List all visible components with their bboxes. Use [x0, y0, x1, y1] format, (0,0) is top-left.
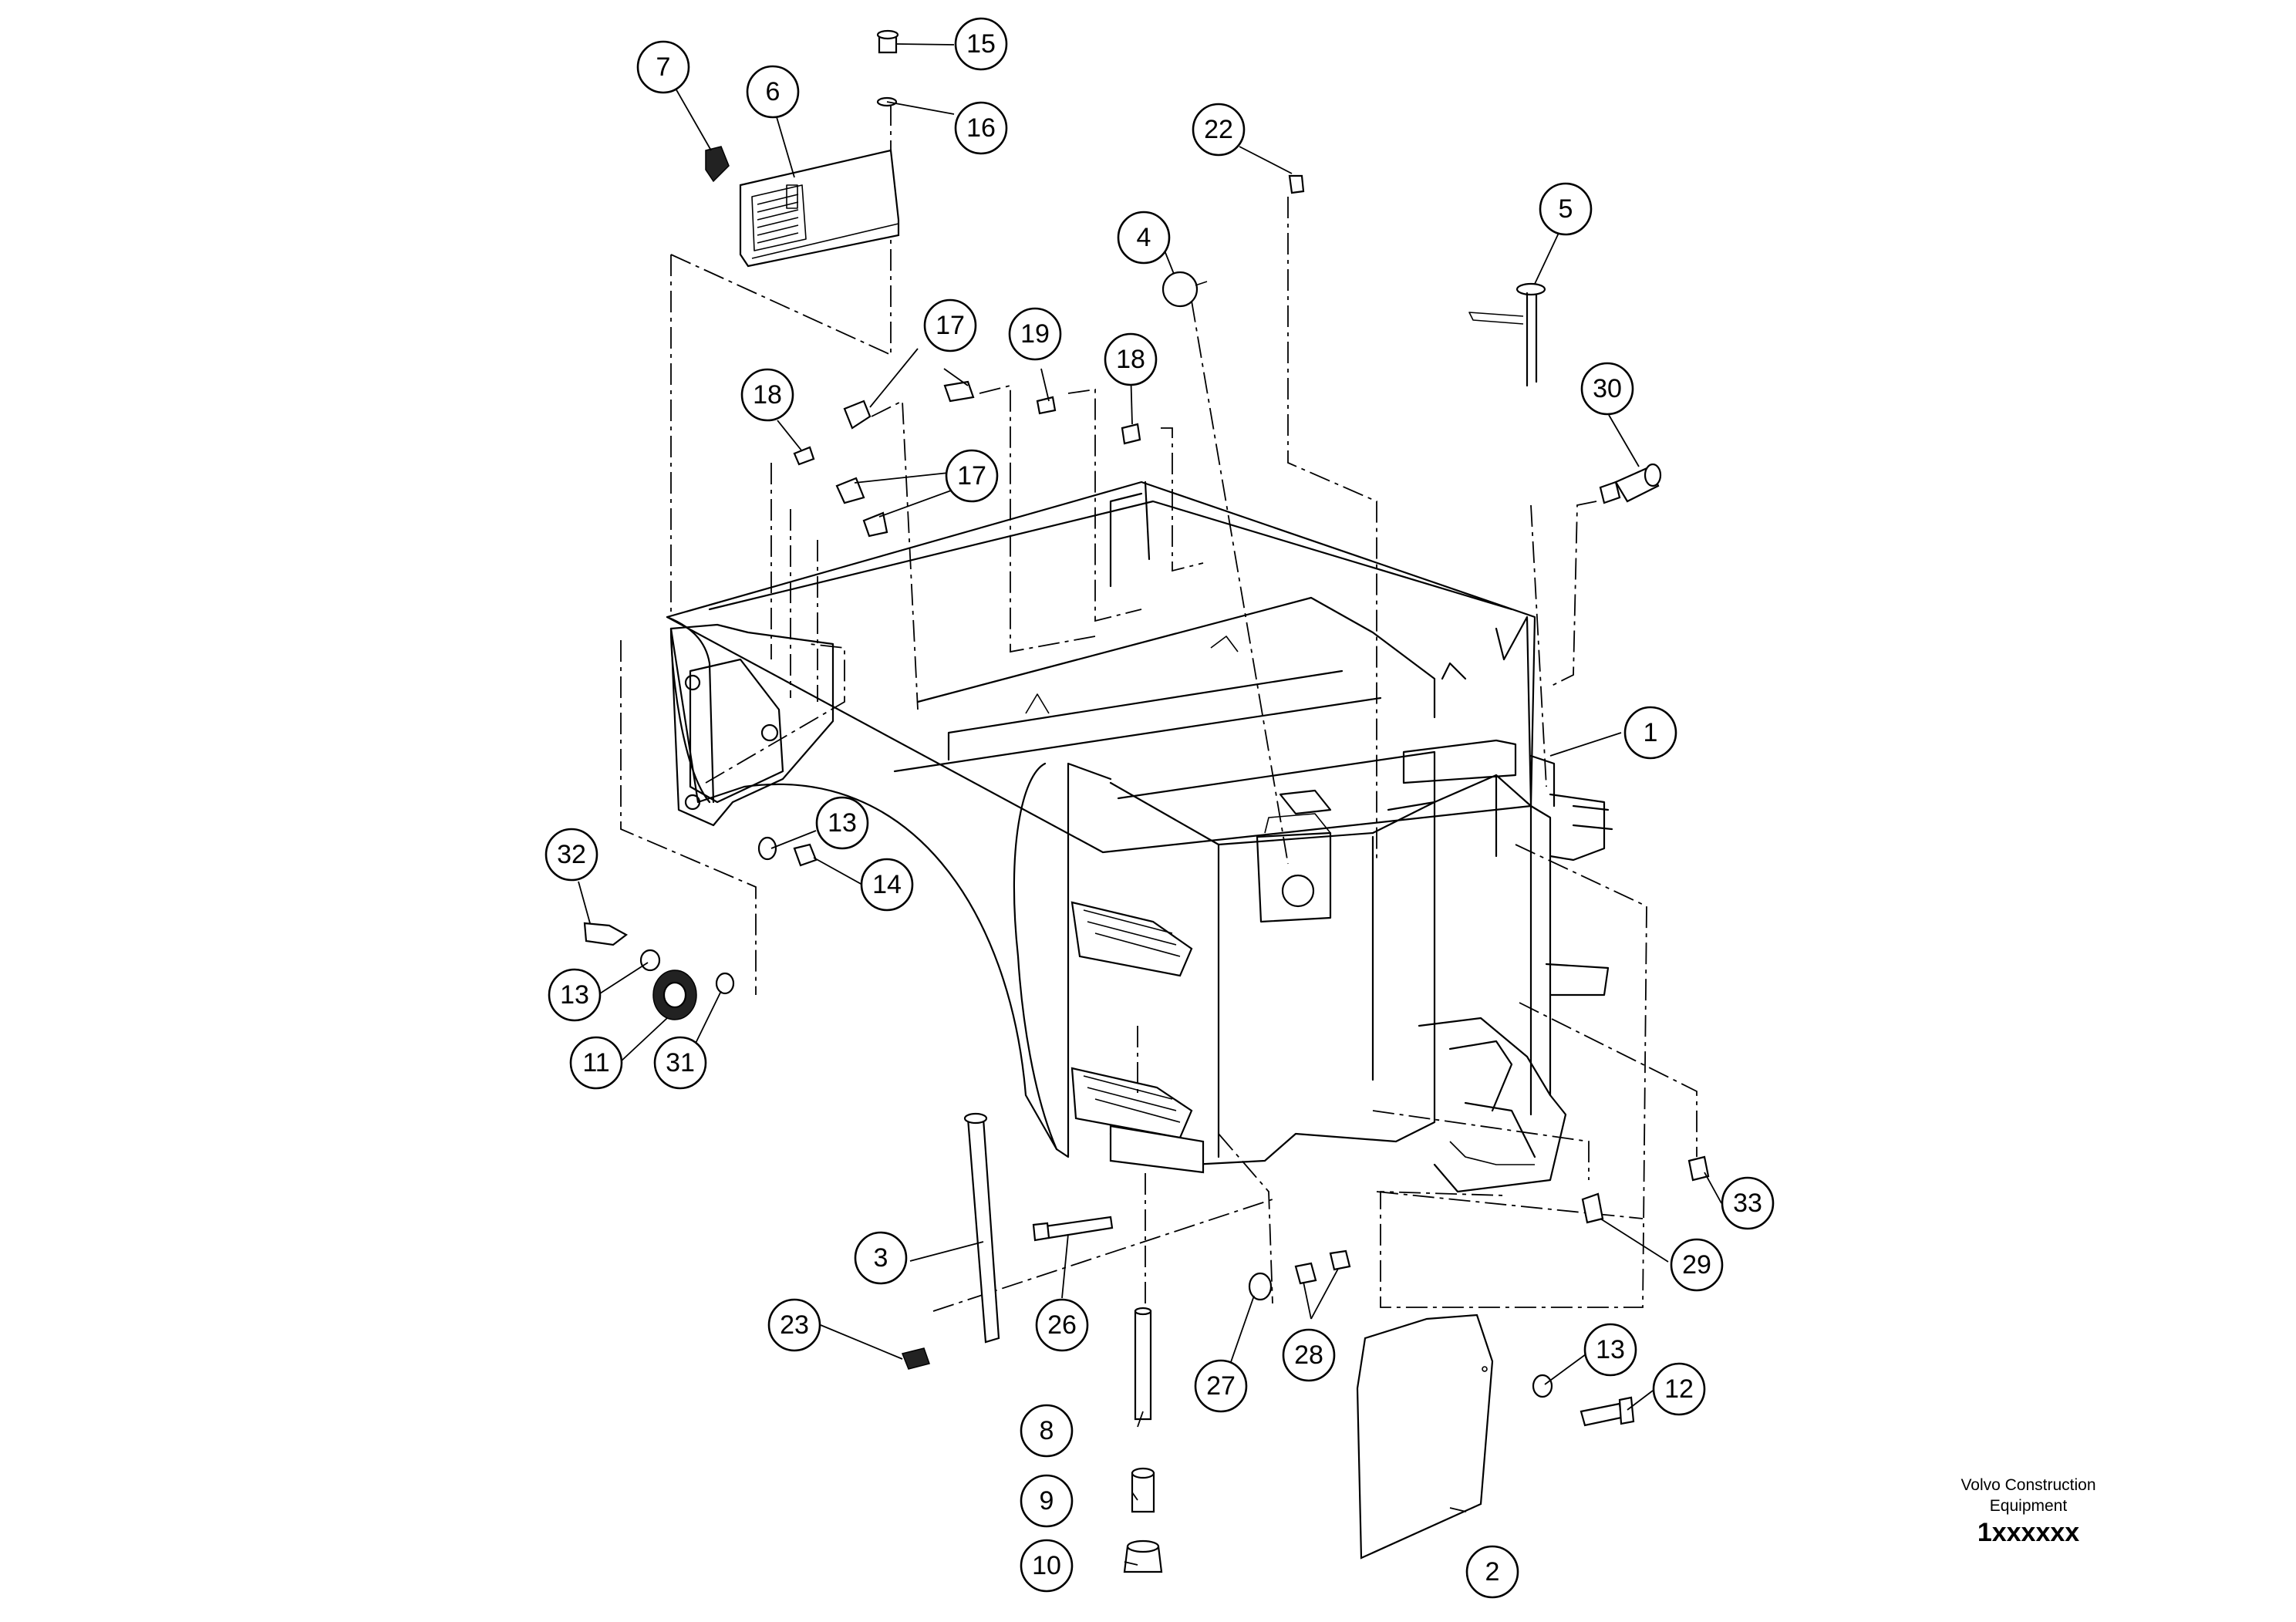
svg-text:12: 12	[1664, 1374, 1694, 1404]
callout-bubble: 6	[746, 65, 800, 119]
callout-bubble: 23	[767, 1298, 821, 1352]
elbow-fittings	[835, 380, 975, 538]
svg-text:22: 22	[1204, 115, 1233, 144]
callout-bubble: 13	[815, 796, 869, 850]
bushing	[1131, 1467, 1155, 1513]
callout-bubble: 33	[1721, 1176, 1775, 1230]
elbow-fittings-lower	[1581, 1155, 1710, 1224]
svg-text:32: 32	[557, 840, 586, 869]
callout-bubble: 13	[1583, 1323, 1637, 1377]
svg-text:23: 23	[780, 1310, 809, 1340]
callout-bubble: 12	[1652, 1362, 1706, 1416]
svg-text:11: 11	[582, 1048, 609, 1077]
svg-text:30: 30	[1593, 374, 1622, 403]
callout-bubble: 27	[1194, 1359, 1248, 1413]
svg-text:13: 13	[560, 980, 589, 1010]
callout-bubble: 3	[854, 1231, 908, 1285]
bolt-washer-side	[1532, 1374, 1635, 1427]
nut	[1123, 1539, 1163, 1573]
spring	[901, 1347, 930, 1370]
svg-text:1: 1	[1644, 718, 1658, 747]
callout-bubble: 11	[569, 1036, 623, 1090]
callout-bubble: 26	[1035, 1298, 1089, 1352]
frame-body	[666, 481, 1613, 1193]
horn-assembly	[583, 922, 735, 1020]
callout-bubble: 28	[1282, 1328, 1336, 1382]
svg-text:29: 29	[1682, 1250, 1711, 1280]
latch	[705, 146, 730, 183]
callout-bubble: 19	[1008, 307, 1062, 361]
callout-bubble: 9	[1020, 1474, 1074, 1528]
svg-text:13: 13	[828, 808, 857, 838]
svg-text:18: 18	[1116, 345, 1145, 374]
manufacturer-line2: Equipment	[1989, 1497, 2068, 1515]
part-number: 1xxxxxx	[1977, 1518, 2080, 1547]
left-steps	[1070, 901, 1205, 1174]
manufacturer-line1: Volvo Construction	[1961, 1476, 2096, 1494]
svg-text:8: 8	[1040, 1416, 1054, 1445]
side-plate	[1356, 1313, 1494, 1560]
assembly-lines	[620, 104, 1698, 1312]
svg-text:4: 4	[1137, 223, 1151, 252]
svg-text:13: 13	[1596, 1335, 1625, 1364]
svg-text:17: 17	[936, 311, 965, 340]
svg-text:26: 26	[1047, 1310, 1077, 1340]
svg-text:15: 15	[966, 29, 996, 59]
support-rod	[963, 1112, 1000, 1344]
callout-bubble: 8	[1020, 1404, 1074, 1458]
bolt-washer-top	[876, 29, 899, 107]
callout-bubble: 18	[740, 368, 794, 422]
callout-bubble: 18	[1104, 332, 1158, 386]
callout-bubble: 2	[1465, 1545, 1519, 1599]
callout-bubble: 16	[954, 101, 1008, 155]
svg-text:3: 3	[874, 1243, 888, 1273]
svg-text:9: 9	[1040, 1486, 1054, 1516]
washers-nuts	[1248, 1249, 1351, 1301]
svg-text:27: 27	[1206, 1371, 1236, 1401]
svg-text:28: 28	[1294, 1340, 1323, 1370]
svg-text:31: 31	[666, 1048, 695, 1077]
callout-bubble: 15	[954, 17, 1008, 71]
svg-text:16: 16	[966, 113, 996, 143]
callout-bubble: 30	[1580, 362, 1634, 416]
filler-cap	[1161, 271, 1208, 308]
svg-text:6: 6	[766, 77, 781, 106]
svg-text:5: 5	[1559, 194, 1573, 224]
callout-bubble: 17	[945, 449, 999, 503]
svg-text:17: 17	[957, 461, 986, 491]
callout-bubble: 1	[1623, 706, 1677, 760]
pin	[1134, 1307, 1152, 1421]
callout-bubble: 13	[548, 968, 602, 1022]
svg-text:14: 14	[872, 870, 902, 899]
svg-text:33: 33	[1733, 1189, 1762, 1218]
manufacturer-name: Volvo Construction Equipment	[1913, 1475, 2144, 1516]
callout-bubble: 31	[653, 1036, 707, 1090]
hinge-bracket	[669, 623, 834, 827]
leader-lines	[578, 43, 1722, 1566]
callout-bubble: 14	[860, 858, 914, 912]
long-bolt	[1032, 1216, 1114, 1242]
callout-bubble: 4	[1117, 211, 1171, 265]
svg-text:18: 18	[753, 380, 782, 410]
svg-text:19: 19	[1020, 319, 1050, 349]
svg-text:7: 7	[656, 52, 671, 82]
callout-bubble: 7	[636, 40, 690, 94]
callout-bubble: 29	[1670, 1238, 1724, 1292]
callout-bubble: 10	[1020, 1539, 1074, 1593]
callout-bubble: 17	[923, 298, 977, 352]
fitting-top	[1288, 174, 1305, 194]
callout-bubble: 22	[1192, 103, 1246, 157]
level-sender	[1468, 282, 1546, 387]
svg-text:2: 2	[1485, 1557, 1500, 1587]
valve	[1599, 463, 1662, 504]
callout-bubble: 32	[544, 828, 598, 882]
cover-plate	[739, 149, 900, 268]
callout-bubble: 5	[1539, 182, 1593, 236]
svg-text:10: 10	[1032, 1551, 1061, 1580]
washer-nut	[757, 836, 818, 867]
